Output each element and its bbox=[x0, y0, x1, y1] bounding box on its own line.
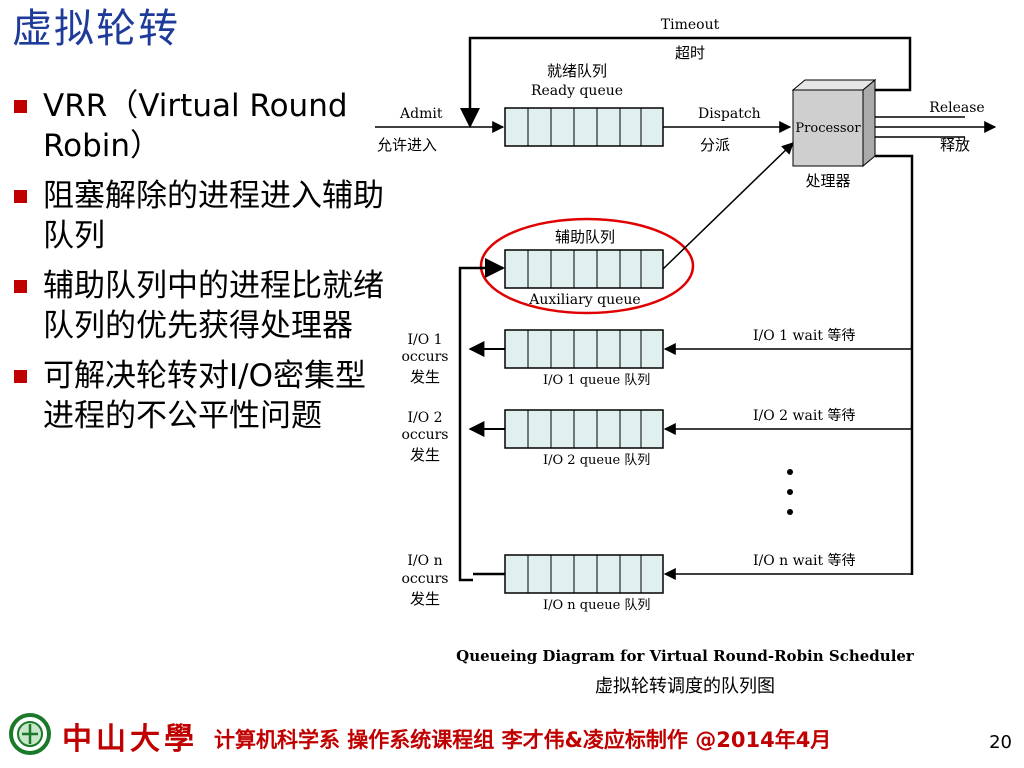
bullet-item: 可解决轮转对I/O密集型进程的不公平性问题 bbox=[14, 356, 384, 436]
bullet-square-icon bbox=[14, 370, 27, 383]
io2-occurs-label-zh: 发生 bbox=[410, 446, 440, 464]
io2-wait-label: I/O 2 wait 等待 bbox=[753, 407, 855, 424]
bullet-item: 阻塞解除的进程进入辅助队列 bbox=[14, 176, 384, 256]
ion-occurs-label: occurs bbox=[401, 571, 448, 587]
bullet-square-icon bbox=[14, 280, 27, 293]
io2-occurs-label: I/O 2 bbox=[407, 410, 442, 426]
bullet-text: 辅助队列中的进程比就绪队列的优先获得处理器 bbox=[43, 268, 384, 344]
ion-wait-label: I/O n wait 等待 bbox=[753, 552, 856, 569]
bullet-square-icon bbox=[14, 100, 27, 113]
ready-queue bbox=[504, 107, 664, 147]
diagram-caption: Queueing Diagram for Virtual Round-Robin… bbox=[456, 647, 915, 665]
io1-occurs-label: I/O 1 bbox=[407, 332, 442, 348]
ion-queue bbox=[504, 554, 664, 594]
footer-credit: 计算机科学系 操作系统课程组 李才伟&凌应标制作 @2014年4月 bbox=[214, 728, 832, 752]
io1-wait-label: I/O 1 wait 等待 bbox=[753, 327, 855, 344]
footer: 中山大學 计算机科学系 操作系统课程组 李才伟&凌应标制作 @2014年4月 2… bbox=[0, 712, 1024, 762]
ellipsis-dot bbox=[787, 469, 793, 475]
processor-label-zh: 处理器 bbox=[805, 172, 850, 190]
ion-queue-label: I/O n queue 队列 bbox=[543, 598, 650, 613]
io-wait-bus bbox=[875, 154, 914, 575]
processor-box bbox=[791, 78, 877, 168]
aux-dispatch-arrow bbox=[662, 142, 794, 270]
page-number: 20 bbox=[989, 732, 1012, 753]
io2-queue bbox=[504, 409, 664, 449]
io1-occurs-label: occurs bbox=[401, 349, 448, 365]
auxiliary-queue bbox=[504, 249, 664, 289]
dispatch-label-zh: 分派 bbox=[700, 136, 730, 154]
timeout-loop-line bbox=[460, 36, 912, 128]
dispatch-label: Dispatch bbox=[698, 106, 761, 122]
timeout-label-zh: 超时 bbox=[675, 44, 705, 62]
university-name: 中山大學 bbox=[62, 722, 198, 757]
release-label: Release bbox=[929, 100, 984, 116]
io1-occurs-label-zh: 发生 bbox=[410, 368, 440, 386]
aux-queue-label-zh: 辅助队列 bbox=[555, 228, 615, 246]
ready-queue-label-zh: 就绪队列 bbox=[547, 62, 607, 80]
admit-label-zh: 允许进入 bbox=[377, 136, 437, 154]
ready-queue-label: Ready queue bbox=[531, 83, 623, 99]
aux-return-line bbox=[458, 258, 505, 582]
ion-occurs-label: I/O n bbox=[407, 553, 442, 569]
bullet-text: 可解决轮转对I/O密集型进程的不公平性问题 bbox=[43, 358, 366, 434]
io2-queue-label: I/O 2 queue 队列 bbox=[543, 453, 650, 468]
aux-queue-highlight bbox=[479, 217, 695, 315]
io2-occurs-label: occurs bbox=[401, 427, 448, 443]
bullet-text: VRR（Virtual Round Robin） bbox=[43, 88, 348, 164]
university-seal-icon bbox=[9, 713, 51, 755]
ellipsis-dot bbox=[787, 509, 793, 515]
processor-label: Processor bbox=[795, 121, 861, 136]
bullet-item: 辅助队列中的进程比就绪队列的优先获得处理器 bbox=[14, 266, 384, 346]
bullet-item: VRR（Virtual Round Robin） bbox=[14, 86, 384, 166]
bullet-text: 阻塞解除的进程进入辅助队列 bbox=[43, 178, 384, 254]
release-label-zh: 释放 bbox=[940, 136, 970, 154]
ellipsis-dot bbox=[787, 489, 793, 495]
io1-queue-label: I/O 1 queue 队列 bbox=[543, 373, 650, 388]
admit-label: Admit bbox=[399, 106, 443, 122]
queueing-diagram: Timeout 超时 就绪队列 Ready queue Admit 允许进入 D… bbox=[375, 17, 997, 697]
ion-occurs-label-zh: 发生 bbox=[410, 590, 440, 608]
io1-queue bbox=[504, 329, 664, 369]
aux-queue-label: Auxiliary queue bbox=[528, 292, 640, 308]
diagram-caption-zh: 虚拟轮转调度的队列图 bbox=[595, 676, 775, 697]
timeout-label: Timeout bbox=[661, 17, 720, 33]
bullet-list: VRR（Virtual Round Robin） 阻塞解除的进程进入辅助队列 辅… bbox=[14, 86, 384, 446]
bullet-square-icon bbox=[14, 190, 27, 203]
slide-title: 虚拟轮转 bbox=[12, 6, 180, 52]
